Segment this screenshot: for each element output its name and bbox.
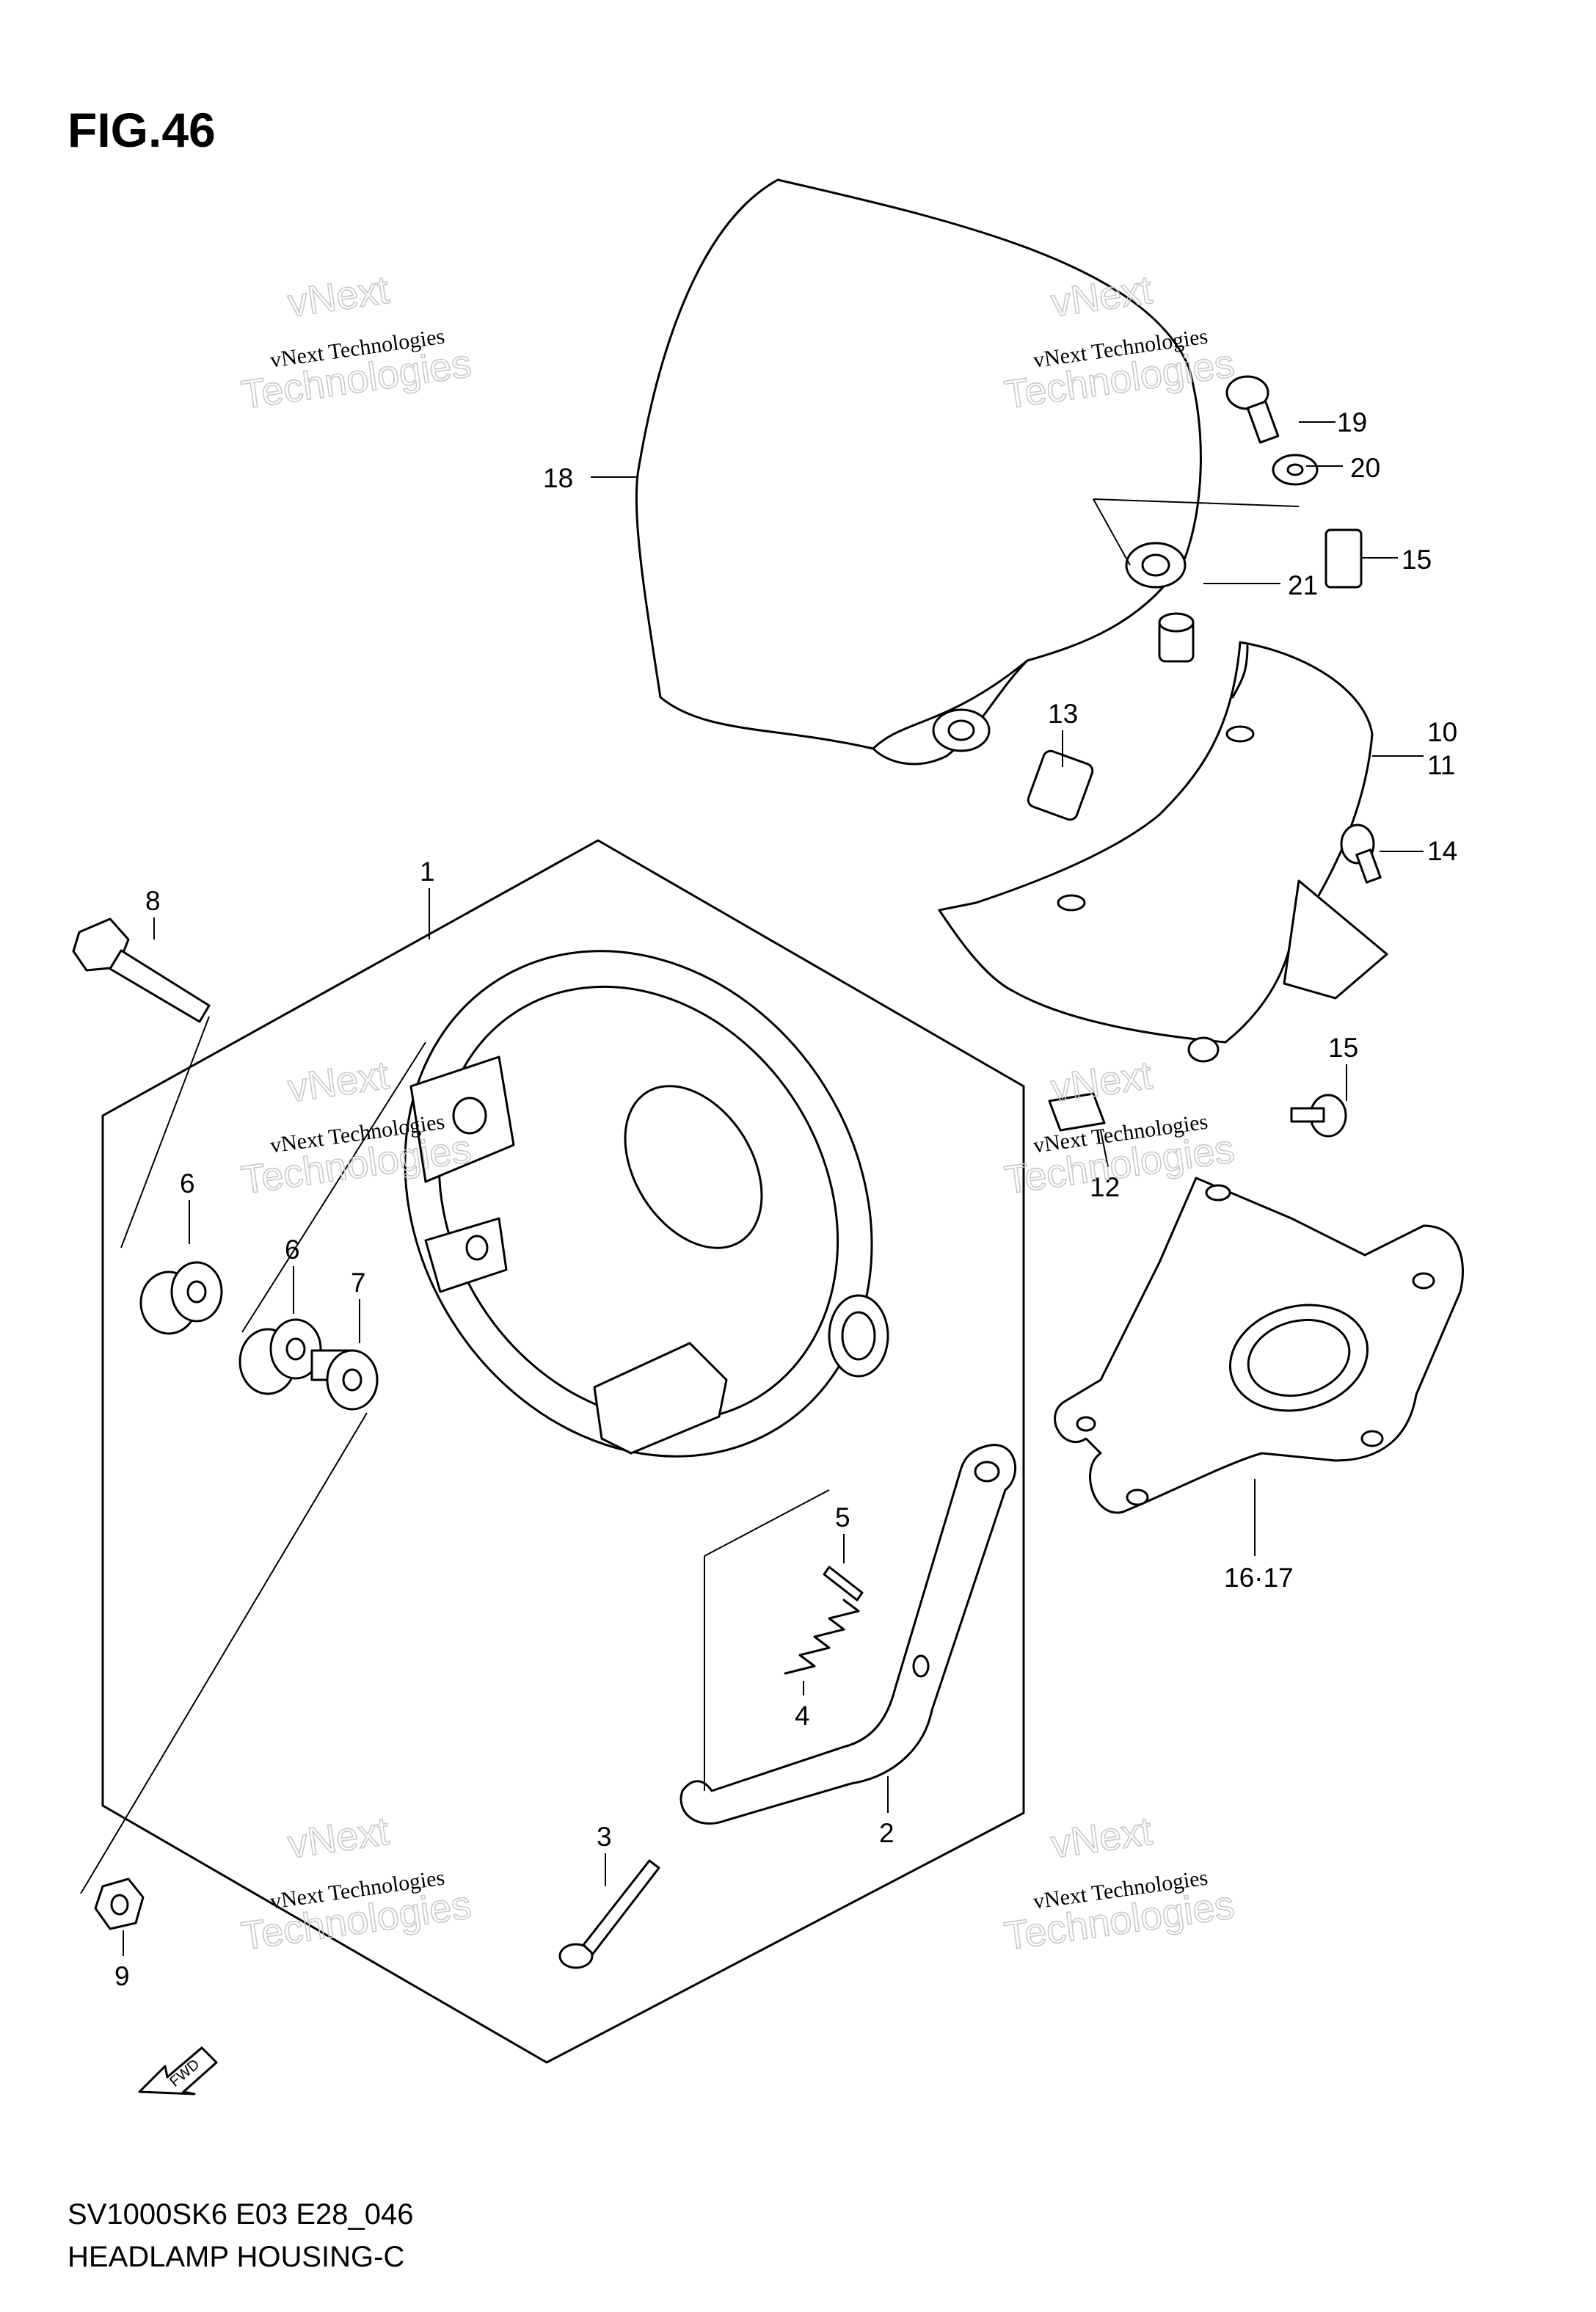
part-20-washer [1272, 454, 1319, 486]
watermark-bottom-left: vNext vNext Technologies Technologies [238, 1808, 475, 1959]
part-15-bolt-upper [1340, 824, 1382, 884]
callout-3: 3 [597, 1822, 612, 1852]
assembly-frame [101, 839, 1025, 2064]
callout-14: 15 [1402, 545, 1432, 575]
part-9-nut [94, 1877, 145, 1930]
callout-6b: 6 [285, 1235, 300, 1265]
svg-text:vNext: vNext [1049, 1809, 1155, 1867]
part-6-grommet-b [238, 1318, 322, 1395]
part-4-spring [784, 1599, 860, 1675]
callout-4: 4 [795, 1701, 810, 1731]
callout-16-17: 16·17 [1224, 1563, 1294, 1593]
callout-11: 11 [1427, 750, 1455, 780]
part-7-collar [310, 1349, 379, 1411]
figure-title: FIG.46 [68, 103, 216, 157]
part-5-clip [823, 1566, 864, 1602]
callout-10: 10 [1427, 717, 1457, 747]
callout-5: 5 [835, 1502, 850, 1533]
part-15-bolt-lower [1290, 1094, 1347, 1138]
leader-lines [123, 421, 1424, 1956]
callout-15-upper: 14 [1427, 836, 1457, 866]
fwd-arrow-icon: FWD [138, 2046, 218, 2095]
callout-20: 20 [1350, 453, 1380, 483]
callout-1: 1 [420, 857, 435, 887]
callout-13: 13 [1048, 699, 1078, 729]
part-2-adjuster [679, 1444, 1017, 1825]
part-1-housing [404, 950, 889, 1458]
watermark-top-left: vNext vNext Technologies Technologies [238, 267, 475, 418]
callout-2: 2 [879, 1818, 894, 1848]
callout-19: 19 [1337, 407, 1367, 437]
svg-text:vNext: vNext [285, 1053, 392, 1111]
svg-text:vNext: vNext [1049, 1053, 1155, 1111]
part-13-cushion [1027, 749, 1094, 821]
callout-6a: 6 [180, 1168, 195, 1199]
part-18-cowl [635, 178, 1300, 766]
callout-8: 8 [145, 886, 161, 916]
part-12-cushion [1048, 1092, 1106, 1132]
callout-12: 12 [1090, 1172, 1120, 1202]
part-10-11-cover [938, 641, 1388, 1063]
svg-text:vNext: vNext [285, 1809, 392, 1867]
part-16-17-bracket [1054, 1177, 1464, 1514]
svg-text:vNext: vNext [285, 268, 392, 326]
callout-7: 7 [351, 1268, 366, 1298]
part-8-bolt [72, 917, 211, 1023]
figure-caption: HEADLAMP HOUSING-C [68, 2241, 404, 2273]
callout-18: 18 [543, 463, 573, 493]
figure-code: SV1000SK6 E03 E28_046 [68, 2198, 414, 2231]
watermark-bottom-right: vNext vNext Technologies Technologies [1002, 1808, 1238, 1959]
part-19-screw [1225, 375, 1280, 444]
part-6-grommet-a [139, 1261, 223, 1335]
part-14-cushion [1324, 528, 1363, 589]
callout-21: 21 [1288, 570, 1318, 600]
part-3-screw [558, 1859, 660, 1969]
callout-15-lower: 15 [1328, 1033, 1358, 1063]
part-21-collar [1158, 612, 1195, 663]
callout-9: 9 [114, 1961, 130, 1991]
